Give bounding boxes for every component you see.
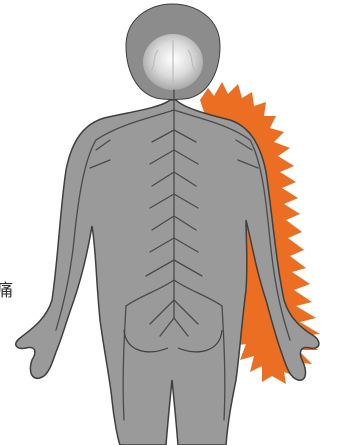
pain-label: 痛 xyxy=(0,276,13,301)
